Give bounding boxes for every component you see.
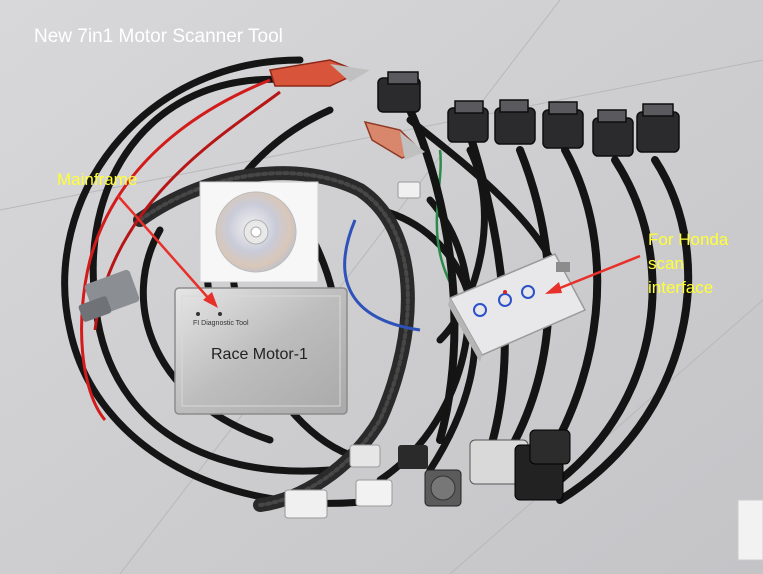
annotation-arrows bbox=[117, 195, 641, 308]
cd-sleeve bbox=[199, 181, 319, 283]
honda-annotation: For Honda scan interface bbox=[648, 230, 729, 297]
mainframe-device bbox=[174, 287, 348, 415]
photo-title: New 7in1 Motor Scanner Tool bbox=[34, 26, 283, 47]
db9-connectors bbox=[377, 71, 680, 157]
honda-interface-box bbox=[448, 253, 587, 362]
red-alligator-clips bbox=[269, 59, 425, 160]
grey-db-connector bbox=[78, 269, 140, 322]
mainframe-annotation: Mainframe bbox=[57, 170, 138, 189]
device-name-label: Race Motor-1 bbox=[211, 346, 308, 363]
bottom-connectors bbox=[284, 429, 763, 561]
device-caption: FI Diagnostic Tool bbox=[193, 320, 249, 327]
